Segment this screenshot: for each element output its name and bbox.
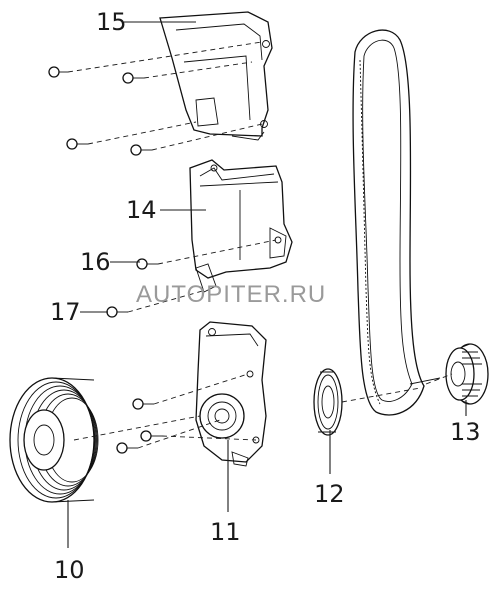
bolt bbox=[116, 442, 138, 454]
assembly-lines bbox=[67, 41, 453, 449]
bolt bbox=[130, 144, 152, 156]
bolt bbox=[106, 306, 128, 318]
callout-11: 11 bbox=[210, 518, 241, 546]
bolt bbox=[132, 398, 154, 410]
timing-belt bbox=[352, 29, 441, 416]
bolt bbox=[122, 72, 144, 84]
upper-timing-cover bbox=[159, 11, 273, 141]
tensioner-pulley bbox=[445, 343, 489, 405]
bolt bbox=[140, 430, 162, 442]
crankshaft-sprocket bbox=[313, 368, 343, 436]
bolt bbox=[48, 66, 68, 78]
bolt bbox=[136, 258, 158, 270]
callout-labels: 15 14 16 17 10 11 12 13 bbox=[50, 8, 481, 584]
bolt bbox=[66, 138, 88, 150]
callout-12: 12 bbox=[314, 480, 345, 508]
middle-timing-cover bbox=[189, 159, 293, 293]
watermark: AUTOPITER.RU bbox=[136, 281, 326, 308]
leader-lines bbox=[67, 21, 467, 548]
callout-14: 14 bbox=[126, 196, 157, 224]
crankshaft-pulley bbox=[9, 377, 99, 503]
lower-timing-cover bbox=[195, 321, 267, 467]
callout-10: 10 bbox=[54, 556, 85, 584]
callout-13: 13 bbox=[450, 418, 481, 446]
callout-16: 16 bbox=[80, 248, 111, 276]
callout-17: 17 bbox=[50, 298, 81, 326]
callout-15: 15 bbox=[96, 8, 127, 36]
